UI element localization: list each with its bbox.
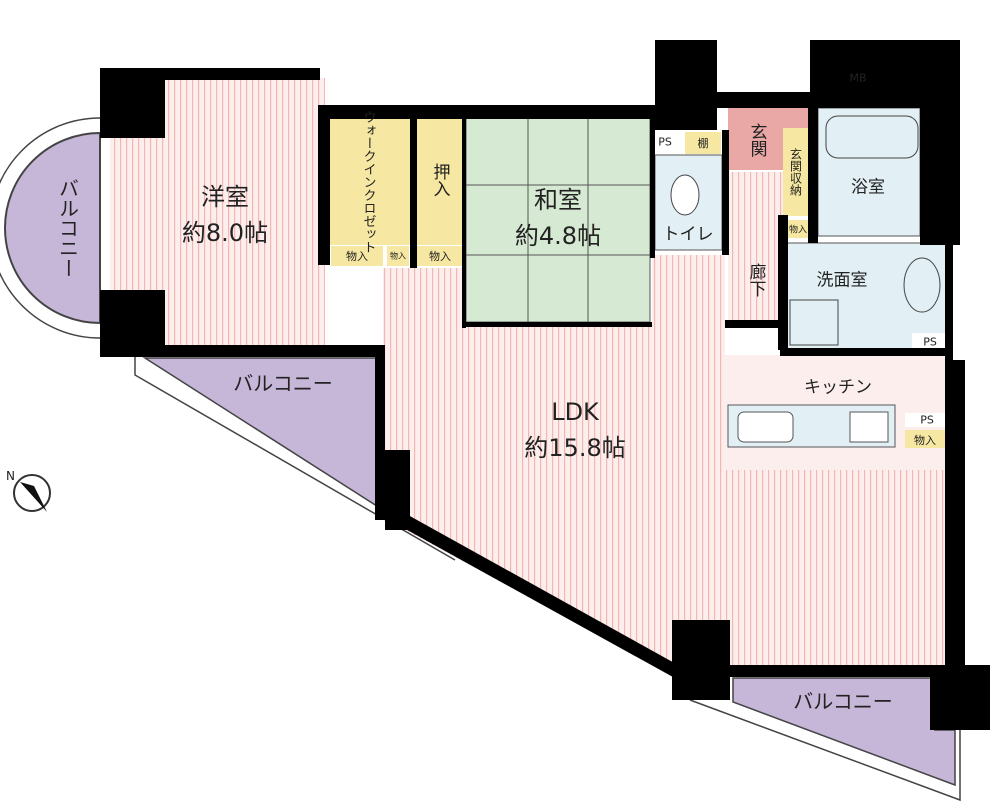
ps-label: PS — [923, 335, 937, 349]
balcony-left-label: バルコニー — [55, 178, 80, 278]
walk-in-closet-label: ウォークインクロゼット — [360, 110, 376, 254]
storage-label: 物入 — [429, 250, 451, 263]
bathroom-label: 浴室 — [851, 177, 885, 198]
compass-icon: N — [6, 469, 51, 512]
toilet-label: トイレ — [662, 224, 714, 245]
ps-label: PS — [658, 135, 672, 149]
entrance-label: 玄関 — [746, 123, 767, 157]
hallway-floor — [728, 172, 783, 322]
ldk-label: LDK 約15.8帖 — [524, 394, 625, 466]
storage-label: 物入 — [914, 434, 936, 447]
washroom-label: 洗面室 — [816, 270, 868, 291]
toilet-icon — [670, 174, 700, 216]
japanese-room-name: 和室 — [533, 186, 582, 214]
walls — [100, 40, 990, 730]
balcony-left — [4, 131, 101, 325]
balcony-bottom-left-label: バルコニー — [233, 371, 333, 396]
washbasin-icon — [903, 257, 941, 313]
oshiire-label: 押入 — [429, 163, 450, 197]
hallway-label: 廊下 — [745, 263, 766, 297]
japanese-room-size: 約4.8帖 — [514, 222, 602, 250]
ldk-size: 約15.8帖 — [524, 434, 626, 462]
shelf-label: 棚 — [697, 137, 709, 150]
ldk-name: LDK — [551, 398, 599, 426]
oshiire — [417, 118, 462, 245]
stove-icon — [849, 411, 889, 443]
storage-label: 物入 — [346, 250, 368, 263]
mb-label: MB — [849, 71, 867, 85]
western-room-label: 洋室約8.0帖 — [182, 179, 268, 251]
storage-label: 物入 — [788, 225, 808, 236]
sink-icon — [737, 411, 794, 443]
entrance-storage-label: 玄関収納 — [788, 148, 803, 196]
kitchen-label: キッチン — [804, 377, 872, 398]
bathtub-icon — [825, 115, 919, 159]
storage-label: 物入 — [390, 251, 406, 261]
entrance-storage — [783, 128, 808, 216]
balcony-bottom-right-label: バルコニー — [793, 689, 893, 714]
washing-machine-icon — [789, 299, 839, 346]
japanese-room-label: 和室約4.8帖 — [515, 182, 601, 254]
walk-in-closet — [330, 118, 410, 245]
ps-label: PS — [920, 413, 934, 427]
western-room-name: 洋室 — [200, 183, 249, 211]
western-room-size: 約8.0帖 — [181, 219, 269, 247]
svg-text:N: N — [6, 469, 15, 483]
